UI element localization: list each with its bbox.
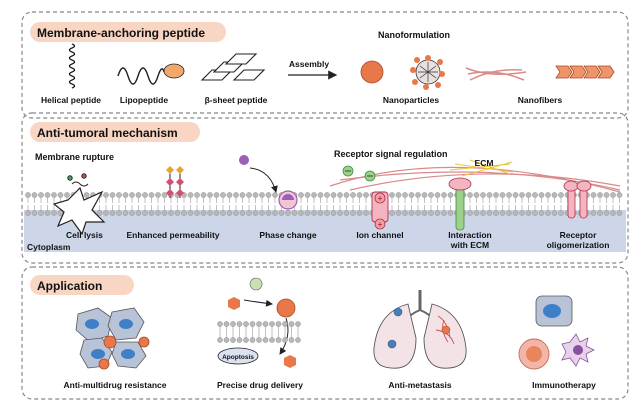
panel-title-bg (30, 22, 226, 42)
panel-title: Application (37, 279, 102, 293)
phase-change-label: Phase change (259, 230, 316, 240)
panel-title: Membrane-anchoring peptide (37, 26, 205, 40)
nanofibers-label: Nanofibers (518, 95, 563, 105)
tumor-cell-cluster-icon (75, 307, 150, 370)
panel-border (21, 11, 629, 119)
svg-text:+: + (378, 194, 383, 203)
drug-delivery-label: Precise drug delivery (217, 380, 303, 390)
nanofiber-strands-icon (465, 67, 527, 81)
receptor-label-1: Receptor (560, 230, 598, 240)
lipopeptide-icon (117, 63, 185, 85)
permeability-peptides-icon (166, 166, 184, 198)
panel-membrane-anchoring: Membrane-anchoring peptide Helical pepti… (21, 11, 629, 119)
cytoplasm-band (24, 210, 626, 252)
receptor-regulation-label: Receptor signal regulation (334, 149, 448, 159)
helical-peptide-icon (68, 43, 76, 89)
apoptosis-label: Apoptosis (222, 354, 254, 361)
nanoformulation-label: Nanoformulation (378, 30, 450, 40)
panel-application: Application Anti-multidrug resistance (21, 266, 629, 400)
receptor-label-2: oligomerization (547, 240, 610, 250)
delivery-membrane (217, 321, 301, 343)
drug-delivery-icon (217, 277, 296, 368)
lungs-icon (373, 290, 467, 369)
panel-title-bg (30, 122, 200, 142)
assembly-label: Assembly (289, 59, 329, 69)
interaction-label-2: with ECM (450, 240, 489, 250)
cell-lysis-label: Cell lysis (66, 230, 103, 240)
nanofiber-chain-icon (555, 65, 615, 79)
nanoparticles-label: Nanoparticles (383, 95, 439, 105)
panel-anti-tumoral: Anti-tumoral mechanism Membrane rupture … (21, 112, 629, 264)
cell-lysis-burst-icon (52, 186, 106, 236)
phase-change-icon (239, 155, 298, 210)
panel-border (21, 266, 629, 400)
beta-sheet-label: β-sheet peptide (205, 95, 268, 105)
receptor-oligomer-icon (563, 180, 592, 219)
panel-title: Anti-tumoral mechanism (37, 126, 178, 140)
ecm-label: ECM (475, 158, 494, 168)
panel-border (21, 112, 629, 264)
membrane-rupture-label: Membrane rupture (35, 152, 114, 162)
anti-metastasis-label: Anti-metastasis (388, 380, 452, 390)
nanoparticle-cluster-icon (410, 55, 445, 90)
ion-channel-label: Ion channel (356, 230, 403, 240)
permeability-label: Enhanced permeability (126, 230, 219, 240)
svg-text:+: + (378, 220, 383, 229)
ecm-receptor-icon (448, 177, 472, 231)
rupture-peptide-icon (67, 173, 89, 187)
immune-cells-icon (518, 295, 595, 370)
nanoparticle-sphere-icon (360, 60, 384, 84)
immunotherapy-label: Immunotherapy (532, 380, 596, 390)
beta-sheet-peptide-icon (200, 53, 266, 81)
panel-title-bg (30, 275, 134, 295)
anti-multidrug-label: Anti-multidrug resistance (64, 380, 167, 390)
ecm-yellow-fibers-icon (449, 159, 514, 177)
cytoplasm-label: Cytoplasm (27, 242, 71, 252)
helical-peptide-label: Helical peptide (41, 95, 101, 105)
interaction-label-1: Interaction (448, 230, 491, 240)
lipid-bilayer-outer (25, 192, 623, 203)
lipopeptide-label: Lipopeptide (120, 95, 168, 105)
lipid-bilayer-inner (25, 205, 623, 216)
ion-channel-icon: + + (342, 165, 389, 230)
